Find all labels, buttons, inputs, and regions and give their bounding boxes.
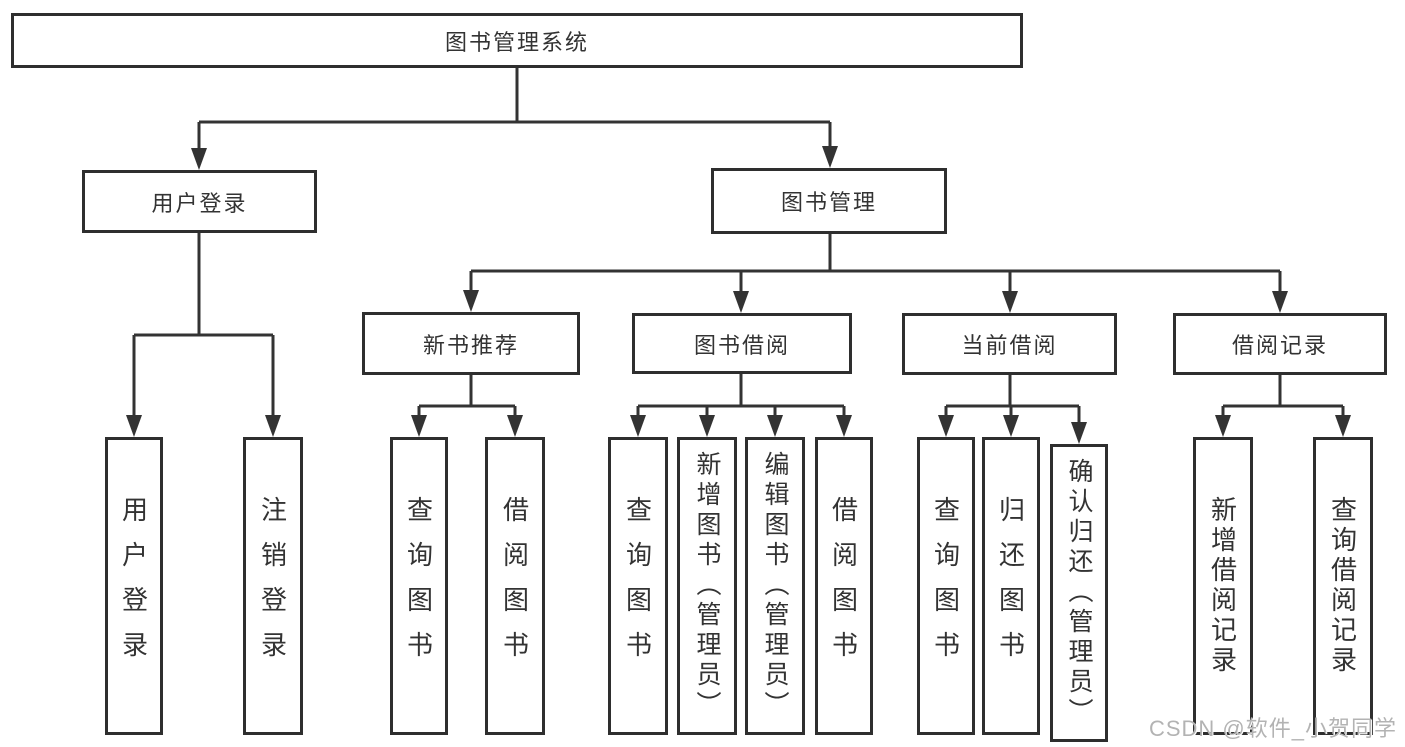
node-book-borrowing: 图书借阅: [632, 313, 852, 374]
node-borrowing-records: 借阅记录: [1173, 313, 1387, 375]
leaf-label: 注销登录: [257, 496, 288, 676]
leaf-label: 查询图书: [622, 496, 653, 676]
leaf-label: 查询图书: [930, 496, 961, 676]
leaf-label: 借阅图书: [499, 496, 530, 676]
leaf-label: 借阅图书: [828, 496, 859, 676]
leaf-label: 查询借阅记录: [1327, 496, 1358, 676]
leaf-borrow-books-2: 借阅图书: [815, 437, 873, 735]
leaf-add-borrow-record: 新增借阅记录: [1193, 437, 1253, 735]
leaf-borrow-books: 借阅图书: [485, 437, 545, 735]
node-new-book-recommendation: 新书推荐: [362, 312, 580, 375]
leaf-label: 编辑图书（管理员）: [761, 451, 789, 721]
leaf-label: 查询图书: [403, 496, 434, 676]
leaf-label: 新增图书（管理员）: [693, 451, 721, 721]
leaf-query-books: 查询图书: [390, 437, 448, 735]
leaf-edit-book-admin: 编辑图书（管理员）: [745, 437, 805, 735]
leaf-label: 新增借阅记录: [1207, 496, 1238, 676]
leaf-query-books-3: 查询图书: [917, 437, 975, 735]
leaf-logout: 注销登录: [243, 437, 303, 735]
leaf-label: 确认归还（管理员）: [1065, 458, 1093, 728]
leaf-return-book: 归还图书: [982, 437, 1040, 735]
node-library-management-system: 图书管理系统: [11, 13, 1023, 68]
node-current-borrowing: 当前借阅: [902, 313, 1117, 375]
node-user-login: 用户登录: [82, 170, 317, 233]
csdn-watermark: CSDN @软件_小贺同学: [1148, 716, 1397, 741]
leaf-query-borrow-record: 查询借阅记录: [1313, 437, 1373, 735]
leaf-confirm-return-admin: 确认归还（管理员）: [1050, 444, 1108, 742]
leaf-label: 归还图书: [995, 496, 1026, 676]
leaf-query-books-2: 查询图书: [608, 437, 668, 735]
node-book-management: 图书管理: [711, 168, 947, 234]
leaf-user-login: 用户登录: [105, 437, 163, 735]
leaf-add-book-admin: 新增图书（管理员）: [677, 437, 737, 735]
leaf-label: 用户登录: [118, 496, 149, 676]
arrowheads: [126, 146, 1351, 444]
